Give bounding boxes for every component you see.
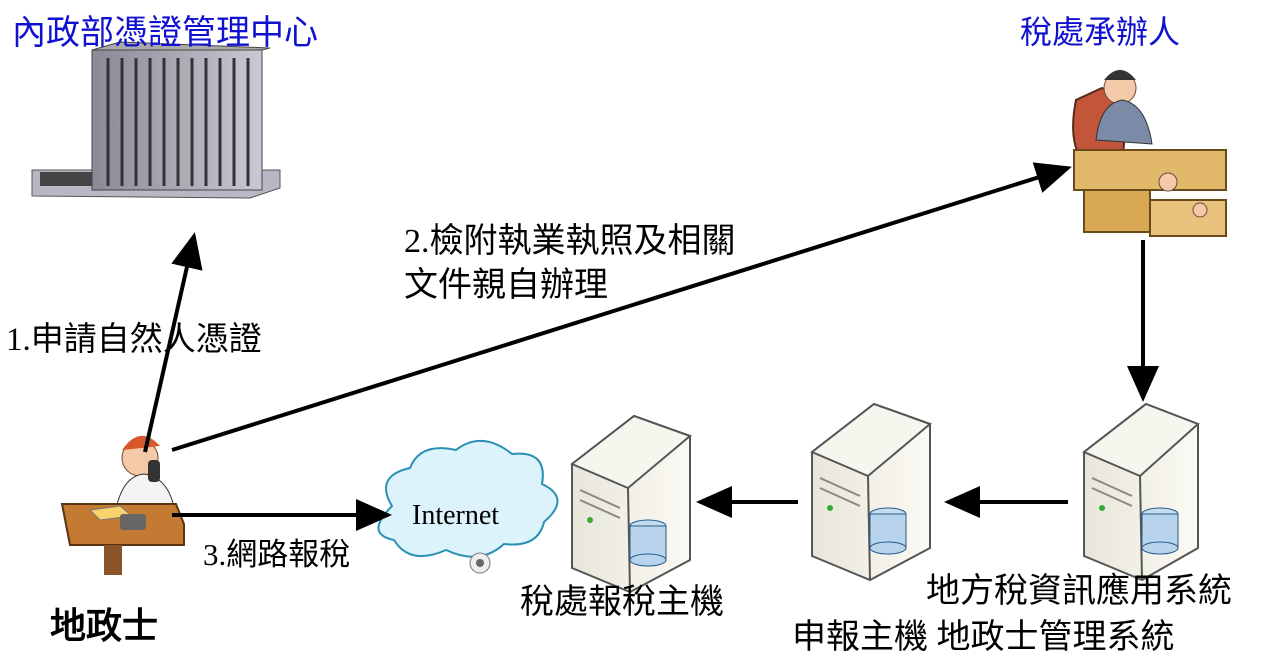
land-agent-label: 地政士: [50, 606, 159, 646]
arrow-step1: [143, 232, 203, 453]
step2-label-line2: 文件親自辦理: [404, 267, 608, 304]
tax-server-label: 稅處報稅主機: [520, 584, 724, 621]
tax-server-icon: [570, 414, 692, 594]
moi-center-label: 內政部憑證管理中心: [12, 15, 318, 52]
government-building-icon: [31, 41, 281, 199]
tax-officer-icon: [1072, 70, 1227, 237]
step3-label: 3.網路報稅: [203, 537, 351, 572]
internet-cloud-icon: [377, 439, 559, 574]
local-tax-server-icon: [1082, 402, 1200, 582]
local-system-label: 地方稅資訊應用系統: [926, 573, 1232, 610]
step2-label-line1: 2.檢附執業執照及相關: [404, 223, 736, 260]
step1-label: 1.申請自然人憑證: [6, 322, 262, 358]
arrow-step2: [171, 162, 1072, 452]
declare-system-label: 申報主機 地政士管理系統: [792, 619, 1175, 656]
tax-officer-label: 稅處承辦人: [1020, 14, 1181, 50]
land-agent-icon: [60, 435, 185, 575]
declaration-server-icon: [810, 402, 932, 582]
internet-label: Internet: [412, 500, 500, 531]
